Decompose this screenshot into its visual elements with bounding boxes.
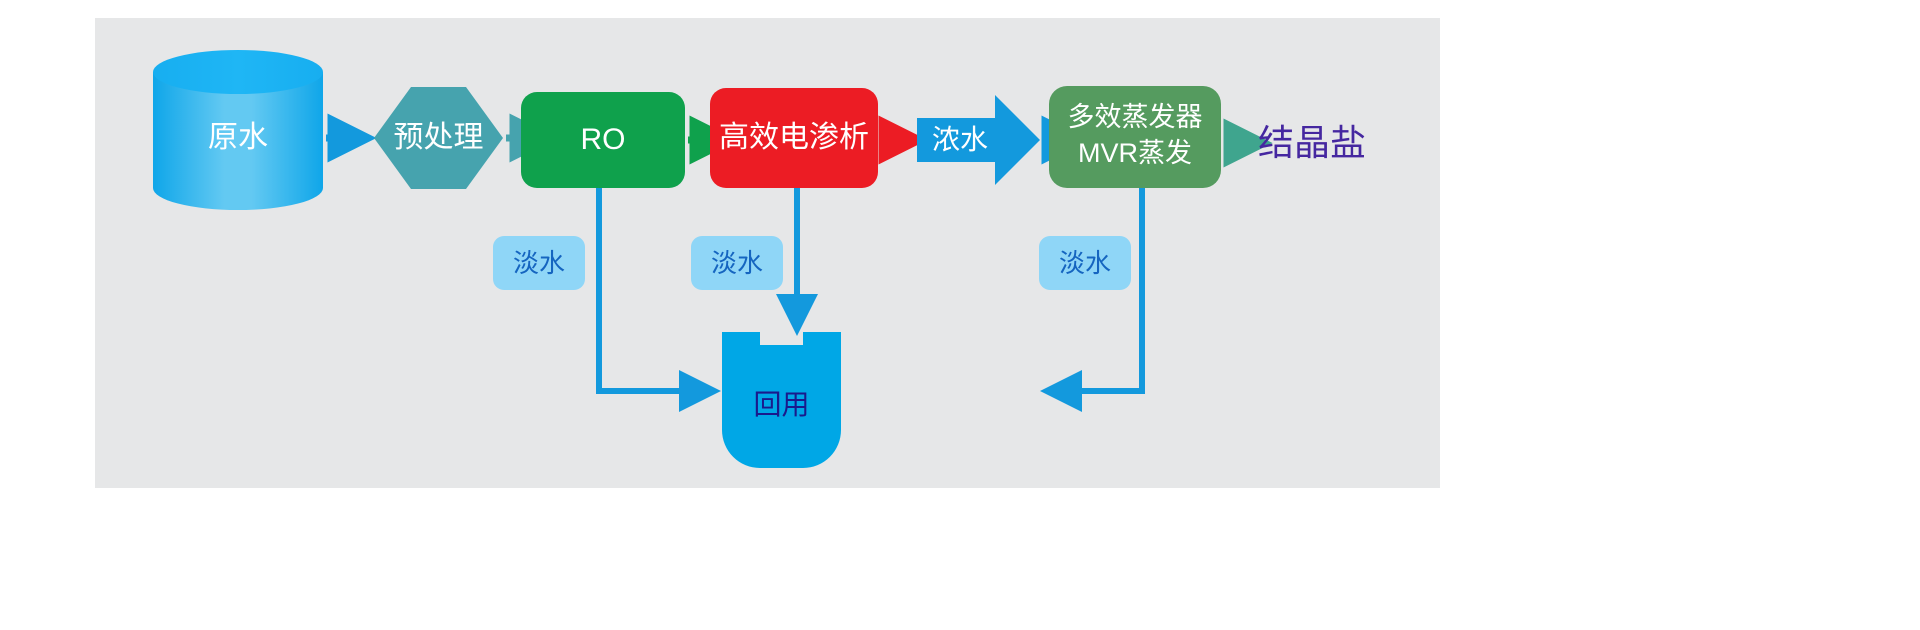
raw-water-cylinder-top [153, 50, 323, 94]
raw-water-cylinder-body [153, 72, 323, 210]
connector-ro-to-reuse [596, 188, 721, 412]
node-evaporator[interactable] [1049, 86, 1221, 188]
connector-evaporator-to-reuse [1040, 188, 1145, 412]
fresh-water-chip-evaporator[interactable] [1039, 236, 1131, 290]
node-raw-water[interactable] [153, 50, 323, 210]
node-ed[interactable] [710, 88, 878, 188]
node-reuse-tank[interactable] [722, 332, 841, 468]
fresh-water-chip-ed[interactable] [691, 236, 783, 290]
fresh-water-chip-ro[interactable] [493, 236, 585, 290]
node-concentrate[interactable] [917, 95, 1040, 185]
node-pretreat[interactable] [374, 87, 503, 189]
node-ro[interactable] [521, 92, 685, 188]
